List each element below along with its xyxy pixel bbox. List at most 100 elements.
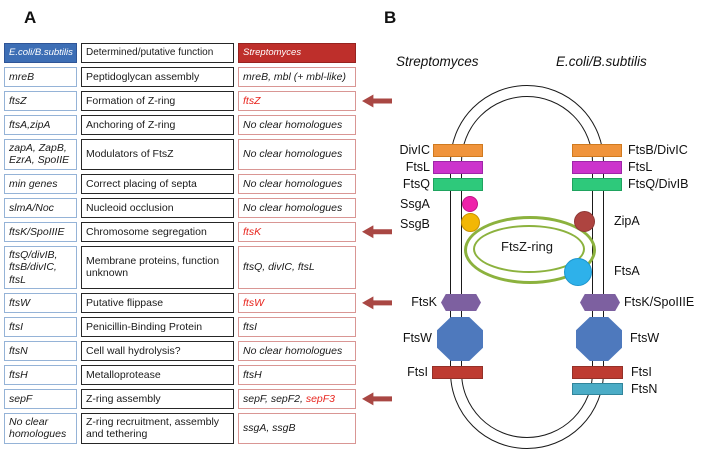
- ftsw-label-left: FtsW: [402, 331, 432, 345]
- ftsz-ring-outer: [464, 216, 596, 284]
- zipa-circle: [574, 211, 595, 232]
- table-row: ftsK/SpoIIIE Chromosome segregation ftsK: [4, 221, 392, 242]
- streptomyces-gene-cell: mreB, mbl (+ mbl-like): [238, 67, 356, 87]
- streptomyces-gene-cell: ftsI: [238, 316, 356, 337]
- diagram-title-streptomyces: Streptomyces: [396, 54, 479, 69]
- ftsw-octagon-left: [437, 317, 483, 361]
- diagram-title-ecoli: E.coli/B.subtilis: [556, 54, 647, 69]
- table-row: ftsI Penicillin-Binding Protein ftsI: [4, 316, 356, 337]
- highlight-arrow-icon: [362, 94, 392, 108]
- highlight-arrow-icon: [362, 225, 392, 239]
- ssgb-circle: [461, 213, 480, 232]
- ssgb-label: SsgB: [400, 217, 430, 231]
- ecoli-gene-cell: ftsZ: [4, 91, 77, 111]
- ecoli-gene-cell: No clear homologues: [4, 412, 77, 444]
- function-cell: Z-ring recruitment, assembly and tetheri…: [81, 412, 234, 444]
- streptomyces-gene-cell: ftsW: [238, 292, 356, 313]
- table-row: ftsW Putative flippase ftsW: [4, 292, 392, 313]
- table-row: min genes Correct placing of septa No cl…: [4, 173, 356, 194]
- ecoli-gene-cell: slmA/Noc: [4, 197, 77, 218]
- ecoli-gene-cell: ftsI: [4, 316, 77, 337]
- ecoli-gene-cell: ftsN: [4, 340, 77, 361]
- ftsi-label-right: FtsI: [631, 365, 652, 379]
- ssga-circle: [462, 196, 478, 212]
- panel-b-label: B: [384, 8, 397, 27]
- divic-label: DivIC: [399, 143, 430, 157]
- cell-inner-membrane: [461, 96, 593, 438]
- ftsz-ring-inner: [473, 225, 585, 273]
- table-row: slmA/Noc Nucleoid occlusion No clear hom…: [4, 197, 356, 218]
- ecoli-gene-cell: mreB: [4, 67, 77, 87]
- ftsq-divib-label: FtsQ/DivIB: [628, 177, 689, 191]
- ecoli-gene-cell: ftsW: [4, 292, 77, 313]
- function-cell: Membrane proteins, function unknown: [81, 245, 234, 289]
- header-ecoli-bsubtilis: E.coli/B.subtilis: [4, 43, 77, 63]
- streptomyces-gene-cell: ftsQ, divIC, ftsL: [238, 245, 356, 289]
- function-cell: Metalloprotease: [81, 364, 234, 385]
- streptomyces-gene-cell: No clear homologues: [238, 115, 356, 135]
- table-row: ftsA,zipA Anchoring of Z-ring No clear h…: [4, 115, 356, 135]
- ftsb-divic-label: FtsB/DivIC: [628, 143, 688, 157]
- ssga-label: SsgA: [400, 197, 430, 211]
- function-cell: Formation of Z-ring: [81, 91, 234, 111]
- ecoli-gene-cell: sepF: [4, 388, 77, 409]
- header-function: Determined/putative function: [81, 43, 234, 63]
- table-row: mreB Peptidoglycan assembly mreB, mbl (+…: [4, 67, 356, 87]
- ftsk-hexagon-left: [441, 294, 481, 311]
- table-row: zapA, ZapB, EzrA, SpoIIE Modulators of F…: [4, 139, 356, 170]
- ftsi-label-left: FtsI: [407, 365, 428, 379]
- streptomyces-gene-cell: ssgA, ssgB: [238, 412, 356, 444]
- ftsz-ring-label: FtsZ-ring: [501, 239, 553, 254]
- streptomyces-gene-cell: No clear homologues: [238, 197, 356, 218]
- streptomyces-gene-cell: ftsK: [238, 221, 356, 242]
- function-cell: Modulators of FtsZ: [81, 139, 234, 170]
- ftsw-label-right: FtsW: [630, 331, 660, 345]
- ftsl-bar-left: [433, 161, 483, 174]
- streptomyces-gene-cell: ftsZ: [238, 91, 356, 111]
- ftsq-label-left: FtsQ: [402, 177, 430, 191]
- ftsn-bar-right: [572, 383, 623, 395]
- function-cell: Penicillin-Binding Protein: [81, 316, 234, 337]
- streptomyces-gene-cell: ftsH: [238, 364, 356, 385]
- ecoli-gene-cell: ftsA,zipA: [4, 115, 77, 135]
- function-cell: Correct placing of septa: [81, 173, 234, 194]
- highlight-arrow-icon: [362, 296, 392, 310]
- ftsb-divic-bar-right: [572, 144, 622, 157]
- ftsq-bar-left: [433, 178, 483, 191]
- ftsi-bar-left: [432, 366, 483, 379]
- function-cell: Z-ring assembly: [81, 388, 234, 409]
- ftsw-octagon-right: [576, 317, 622, 361]
- ftsl-label-right: FtsL: [628, 160, 653, 174]
- function-cell: Putative flippase: [81, 292, 234, 313]
- zipa-label: ZipA: [614, 214, 640, 228]
- panel-a-label: A: [24, 8, 37, 27]
- ftsl-label-left: FtsL: [405, 160, 430, 174]
- streptomyces-gene-cell: No clear homologues: [238, 340, 356, 361]
- table-row: No clear homologues Z-ring recruitment, …: [4, 412, 356, 444]
- table-row: ftsH Metalloprotease ftsH: [4, 364, 356, 385]
- streptomyces-gene-cell: No clear homologues: [238, 139, 356, 170]
- streptomyces-gene-cell: sepF, sepF2, sepF3: [238, 388, 356, 409]
- function-cell: Nucleoid occlusion: [81, 197, 234, 218]
- function-cell: Cell wall hydrolysis?: [81, 340, 234, 361]
- ecoli-gene-cell: zapA, ZapB, EzrA, SpoIIE: [4, 139, 77, 170]
- ftsq-divib-bar-right: [572, 178, 622, 191]
- divic-bar-left: [433, 144, 483, 157]
- header-streptomyces: Streptomyces: [238, 43, 356, 63]
- function-cell: Chromosome segregation: [81, 221, 234, 242]
- table-header-row: E.coli/B.subtilis Determined/putative fu…: [4, 43, 356, 63]
- ecoli-gene-cell: ftsH: [4, 364, 77, 385]
- table-row: ftsZ Formation of Z-ring ftsZ: [4, 91, 392, 111]
- table-row: sepF Z-ring assembly sepF, sepF2, sepF3: [4, 388, 392, 409]
- streptomyces-gene-cell: No clear homologues: [238, 173, 356, 194]
- highlight-arrow-icon: [362, 392, 392, 406]
- ftsk-label-left: FtsK: [411, 295, 437, 309]
- table-row: ftsQ/divIB, ftsB/divIC, ftsL Membrane pr…: [4, 245, 356, 289]
- ftsi-bar-right: [572, 366, 623, 379]
- ftsk-spoiiie-label: FtsK/SpoIIIE: [624, 295, 695, 309]
- ftsa-circle: [564, 258, 592, 286]
- ecoli-gene-cell: min genes: [4, 173, 77, 194]
- function-cell: Anchoring of Z-ring: [81, 115, 234, 135]
- table-body: mreB Peptidoglycan assembly mreB, mbl (+…: [4, 67, 392, 444]
